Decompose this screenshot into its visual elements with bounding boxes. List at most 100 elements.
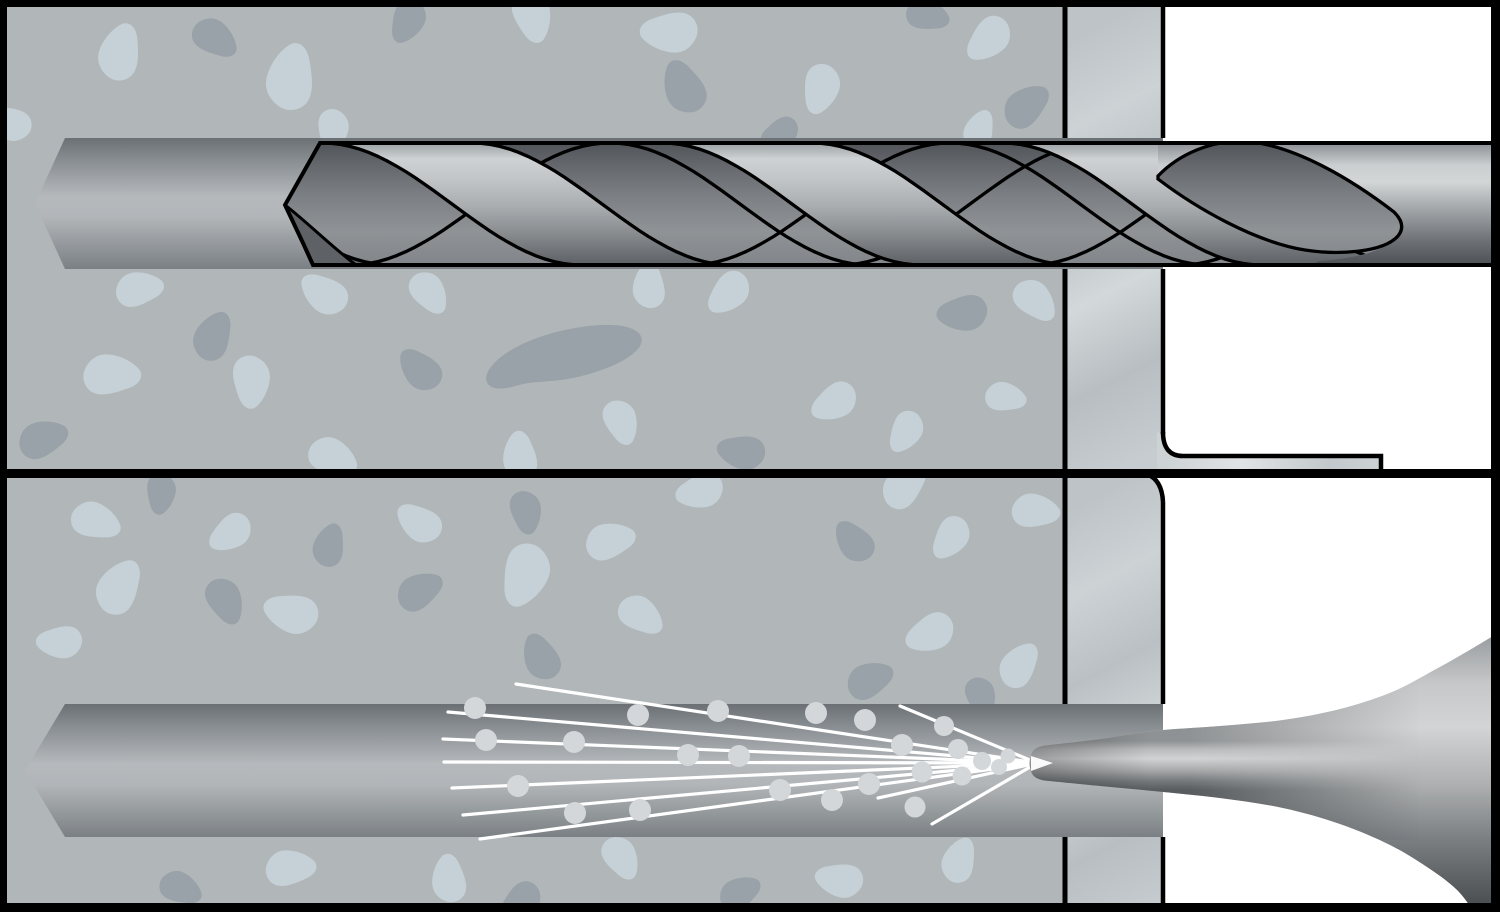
land-leading-edge	[321, 143, 583, 265]
fixture-plate	[1065, 476, 1163, 912]
air-blast	[441, 682, 1039, 841]
dust-particle	[991, 759, 1007, 775]
dust-particle	[934, 716, 954, 736]
aggregate-speck	[985, 381, 1027, 411]
dust-particle	[891, 734, 913, 756]
dust-particle	[904, 796, 926, 818]
aggregate-speck	[265, 850, 317, 886]
drill-land	[322, 143, 732, 265]
fixture-foot-outline	[1160, 431, 1384, 471]
fixture-foot	[1157, 432, 1383, 474]
aggregate-speck	[83, 354, 142, 395]
dust-particle	[475, 729, 497, 751]
aggregate-speck	[814, 864, 864, 898]
aggregate-speck	[263, 595, 319, 634]
dust-particle	[507, 775, 529, 797]
aggregate-speck	[308, 437, 358, 473]
aggregate-speck	[602, 400, 637, 445]
aggregate-speck	[889, 410, 924, 453]
nozzle-tip-shadow	[1029, 636, 1493, 906]
concrete-face-edge	[1062, 0, 1068, 138]
aggregate-speck	[632, 261, 665, 309]
dust-particle	[1000, 748, 1016, 764]
aggregate-speck	[617, 595, 663, 634]
aggregate-speck	[147, 476, 176, 515]
concrete-face-edge	[1062, 476, 1068, 704]
fixture-edge	[1160, 269, 1166, 434]
dust-particle	[854, 709, 876, 731]
aggregate-speck	[115, 272, 164, 307]
aggregate-speck	[400, 349, 443, 391]
aggregate-speck	[233, 355, 270, 409]
aggregate-speck	[312, 523, 343, 567]
aggregate-speck	[509, 491, 541, 535]
aggregate-speck	[95, 560, 140, 615]
concrete-face-edge	[1062, 837, 1068, 912]
aggregate-speck	[35, 626, 83, 659]
aggregate-speck	[504, 543, 551, 607]
aggregate-speck	[159, 871, 202, 904]
aggregate-speck	[847, 663, 894, 701]
aggregate-speck	[209, 512, 251, 551]
dust-particle	[728, 745, 750, 767]
aggregate-speck	[1011, 493, 1061, 527]
aggregate-speck	[301, 274, 349, 315]
panel-step2-cleaning	[0, 471, 1493, 912]
dust-particle	[563, 731, 585, 753]
aggregate-speck	[204, 578, 242, 625]
dust-particle	[769, 779, 791, 801]
land-trailing-edge	[471, 143, 733, 265]
dust-particle	[464, 697, 486, 719]
aggregate-speck	[805, 63, 841, 115]
aggregate-speck	[708, 270, 750, 313]
aggregate-speck	[664, 60, 707, 113]
air-stream-line	[930, 761, 1039, 826]
aggregate-speck	[524, 633, 562, 680]
aggregate-speck	[586, 523, 636, 561]
dust-particle	[952, 766, 972, 786]
aggregate-speck	[98, 23, 139, 81]
aggregate-speck	[70, 501, 121, 538]
air-stream-line	[478, 761, 1039, 841]
aggregate-speck	[397, 504, 443, 543]
fixture-edge	[1160, 502, 1166, 704]
aggregate-speck	[836, 521, 875, 562]
aggregate-speck	[811, 381, 856, 420]
aggregate-speck	[0, 107, 32, 141]
flute-runout	[1156, 143, 1404, 255]
aggregate-speck	[675, 476, 723, 508]
aggregate-speck	[1004, 86, 1049, 129]
land-trailing-edge	[811, 143, 1073, 265]
dust-particle	[627, 704, 649, 726]
air-stream-line	[450, 761, 1039, 790]
drill-land	[662, 143, 1072, 265]
dust-particle	[948, 739, 968, 759]
frame-bottom	[0, 903, 1500, 912]
aggregate-speck	[408, 272, 447, 314]
aggregate-speck	[601, 837, 638, 880]
blow-out-pump-nozzle	[1029, 636, 1493, 906]
aggregate-speck	[191, 18, 237, 57]
land-trailing-edge	[285, 143, 393, 265]
aggregate-speck	[999, 643, 1038, 689]
aggregate-speck	[936, 295, 988, 331]
fixture-edge	[1160, 837, 1166, 912]
aggregate-speck	[398, 573, 443, 612]
aggregate-speck	[967, 15, 1011, 60]
frame-top	[0, 0, 1500, 7]
aggregate-speck	[19, 421, 69, 460]
dust-particle	[973, 752, 991, 770]
concrete-aggregate	[35, 476, 1061, 912]
air-stream-line	[446, 710, 1039, 765]
aggregate-speck	[1012, 279, 1055, 321]
land-leading-edge	[1001, 143, 1263, 265]
drill-shank	[1158, 143, 1493, 265]
aggregate-speck	[193, 311, 231, 361]
aggregate-speck	[639, 12, 698, 53]
aggregate-speck	[941, 837, 975, 883]
fixture-corner-notch	[1147, 474, 1167, 502]
drilled-hole	[25, 704, 1163, 837]
land-leading-edge	[661, 143, 923, 265]
